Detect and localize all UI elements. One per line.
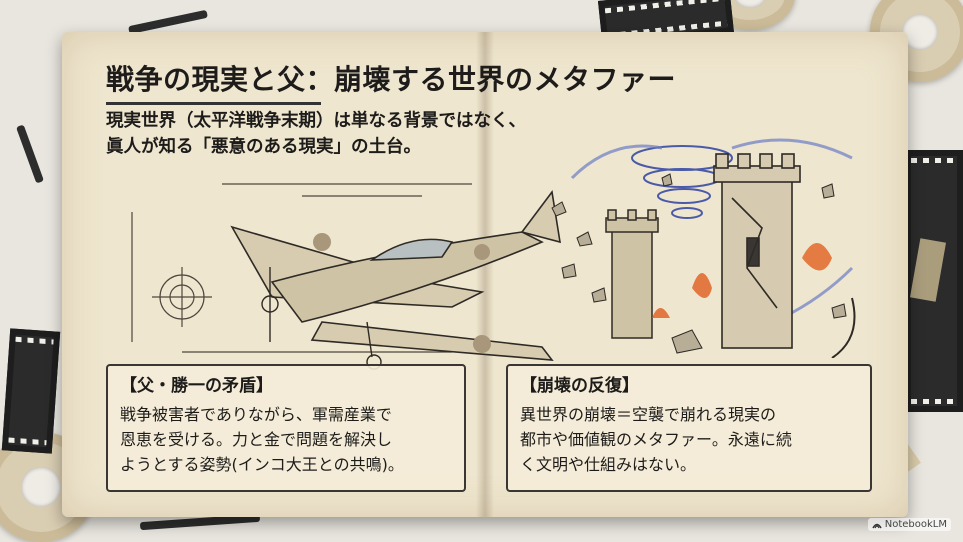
- notebooklm-logo-icon: [872, 523, 882, 528]
- collapse-repetition-line-3: く文明や仕組みはない。: [520, 455, 697, 474]
- book-spine: [476, 32, 494, 517]
- sketchbook-spread: 戦争の現実と父：崩壊する世界のメタファー 現実世界（太平洋戦争末期）は単なる背景…: [62, 32, 908, 517]
- father-contradiction-box: 【父・勝一の矛盾】 戦争被害者でありながら、軍需産業で 恩恵を受ける。力と金で問…: [106, 364, 466, 492]
- collapse-repetition-heading: 【崩壊の反復】: [520, 376, 639, 396]
- intro-line-1: 現実世界（太平洋戦争末期）は単なる背景ではなく、: [106, 111, 526, 131]
- film-strip-left: [1, 328, 61, 454]
- intro-line-2: 眞人が知る「悪意のある現実」の土台。: [106, 137, 421, 157]
- father-contradiction-heading: 【父・勝一の矛盾】: [120, 376, 273, 396]
- father-contradiction-line-1: 戦争被害者でありながら、軍需産業で: [120, 405, 392, 424]
- father-contradiction-line-2: 恩恵を受ける。力と金で問題を解決し: [120, 430, 393, 449]
- pencil-left: [15, 124, 45, 184]
- collapse-repetition-box: 【崩壊の反復】 異世界の崩壊＝空襲で崩れる現実の 都市や価値観のメタファー。永遠…: [506, 364, 872, 492]
- collapse-repetition-line-1: 異世界の崩壊＝空襲で崩れる現実の: [520, 405, 777, 424]
- father-contradiction-line-3: ようとする姿勢(インコ大王との共鳴)。: [120, 455, 404, 474]
- watermark-label: NotebookLM: [884, 519, 947, 530]
- collapse-repetition-line-2: 都市や価値観のメタファー。永遠に続: [520, 430, 792, 449]
- collapsing-towers-illustration: [551, 138, 856, 358]
- intro-text: 現実世界（太平洋戦争末期）は単なる背景ではなく、 眞人が知る「悪意のある現実」の…: [106, 108, 546, 160]
- notebooklm-watermark: NotebookLM: [867, 518, 951, 531]
- airplane-blueprint-illustration: [131, 183, 561, 370]
- page-title: 戦争の現実と父：崩壊する世界のメタファー: [106, 63, 677, 96]
- title-underline: [106, 102, 321, 105]
- pencil-top-left: [128, 9, 208, 35]
